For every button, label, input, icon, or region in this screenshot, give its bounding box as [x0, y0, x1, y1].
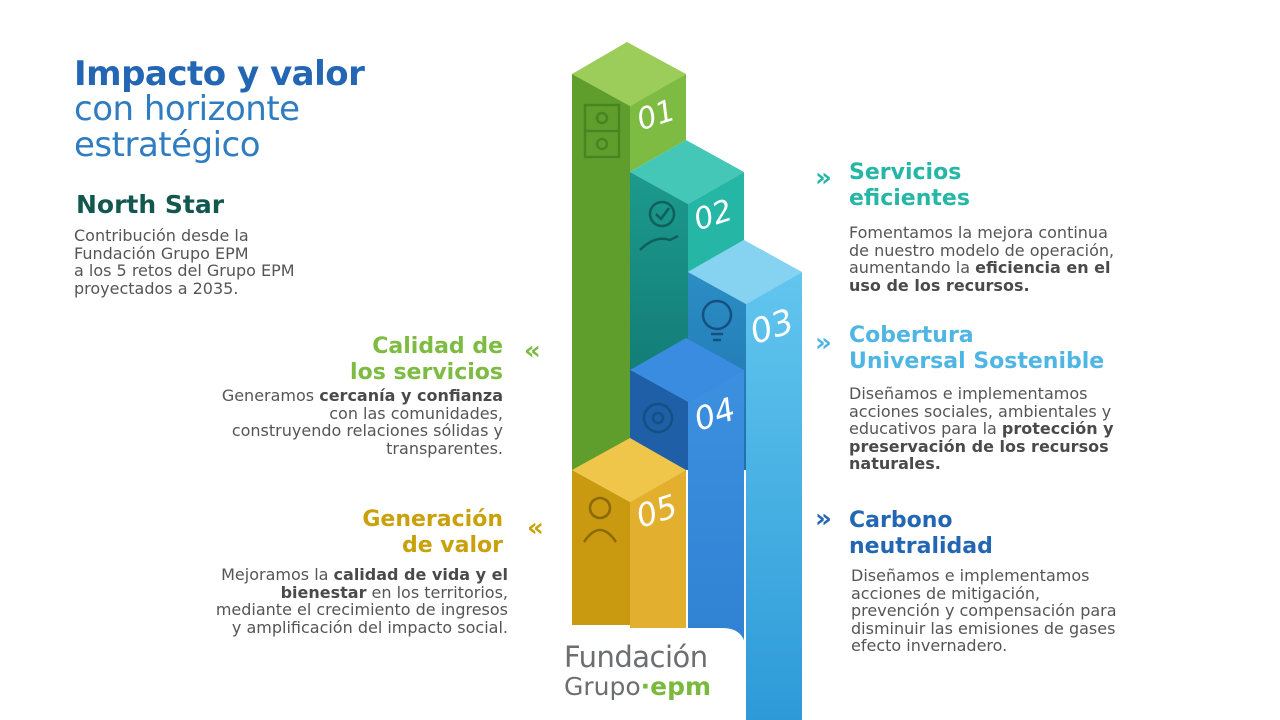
cobertura-bold: protección y — [1001, 419, 1114, 438]
calidad-line: Generamos cercanía y confianza — [160, 387, 503, 405]
cobertura-bold: preservación de los recursos — [849, 436, 1109, 456]
cobertura-text: educativos para la — [849, 419, 1002, 438]
carbono-line: acciones de mitigación, — [851, 583, 1041, 603]
calidad-title: Calidad de los servicios — [300, 334, 503, 386]
servicios-line: de nuestro modelo de operación, — [849, 240, 1115, 260]
generacion-description: Mejoramos la calidad de vida y el bienes… — [150, 566, 508, 636]
gear-icon — [642, 402, 674, 434]
page-subtitle: con horizonte estratégico — [74, 91, 300, 163]
carbono-line: prevención y compensación para — [851, 601, 1117, 620]
carbono-title-line: Carbono — [849, 508, 953, 533]
servicios-title: Servicios eficientes — [849, 160, 970, 212]
north-star-line: a los 5 retos del Grupo EPM — [74, 261, 295, 280]
calidad-line: construyendo relaciones sólidas y — [231, 421, 503, 440]
logo-grupo-epm: Grupo·epm — [564, 672, 711, 701]
generacion-bold: calidad de vida y el — [333, 565, 508, 584]
generacion-line: bienestar en los territorios, — [150, 582, 508, 602]
servicios-bold: uso de los recursos. — [849, 275, 1030, 295]
generacion-title-line: de valor — [401, 533, 503, 558]
chevron-left-icon: « — [527, 513, 544, 543]
generacion-line: y amplificación del impacto social. — [231, 617, 508, 637]
generacion-text: en los territorios, — [366, 582, 508, 602]
puzzle-icon — [583, 103, 621, 159]
calidad-title-line: Calidad de — [372, 334, 503, 359]
logo-epm-text: epm — [650, 672, 712, 701]
logo-grupo-text: Grupo — [564, 672, 641, 701]
cobertura-line: preservación de los recursos — [849, 436, 1169, 456]
servicios-line: uso de los recursos. — [849, 275, 1159, 295]
generacion-text: Mejoramos la — [221, 565, 334, 584]
servicios-title-line: Servicios — [849, 160, 962, 185]
generacion-line: mediante el crecimiento de ingresos — [215, 600, 508, 619]
logo-fundacion: Fundación — [564, 640, 708, 674]
carbono-title-line: neutralidad — [849, 534, 993, 559]
north-star-line: Fundación Grupo EPM — [74, 243, 249, 263]
cobertura-title-line: Universal Sostenible — [849, 349, 1105, 374]
chevron-left-icon: « — [524, 336, 541, 366]
page-title: Impacto y valor — [74, 54, 365, 94]
cobertura-title-line: Cobertura — [849, 323, 974, 348]
hand-check-icon — [639, 200, 679, 251]
logo-card — [556, 628, 746, 720]
carbono-title: Carbono neutralidad — [849, 508, 993, 560]
carbono-line: efecto invernadero. — [851, 636, 1008, 655]
chevron-right-icon: » — [815, 163, 832, 193]
calidad-title-line: los servicios — [350, 360, 503, 385]
generacion-bold: bienestar — [280, 582, 367, 602]
servicios-line: Fomentamos la mejora continua — [849, 223, 1108, 242]
cobertura-line: educativos para la protección y — [849, 420, 1169, 438]
lightbulb-icon — [701, 299, 733, 342]
step-05: 05 — [572, 438, 686, 660]
calidad-line: con las comunidades, — [329, 403, 503, 423]
servicios-title-line: eficientes — [849, 186, 970, 211]
servicios-line: aumentando la eficiencia en el — [849, 259, 1159, 277]
calidad-line: transparentes. — [386, 438, 503, 458]
calidad-bold: cercanía y confianza — [319, 386, 503, 405]
north-star-description: Contribución desde la Fundación Grupo EP… — [74, 227, 374, 297]
carbono-line: disminuir las emisiones de gases — [851, 618, 1116, 638]
logo-dot: · — [640, 672, 651, 701]
cobertura-line: naturales. — [849, 455, 1169, 473]
calidad-text: Generamos — [221, 386, 320, 405]
cobertura-line: Diseñamos e implementamos — [849, 384, 1088, 403]
generacion-title-line: Generación — [362, 507, 503, 532]
generacion-line: Mejoramos la calidad de vida y el — [150, 566, 508, 584]
generacion-title: Generación de valor — [300, 507, 503, 559]
step-01: 01 — [572, 42, 686, 470]
person-icon — [582, 496, 618, 543]
carbono-description: Diseñamos e implementamos acciones de mi… — [851, 567, 1171, 655]
cobertura-line: acciones sociales, ambientales y — [849, 401, 1112, 421]
servicios-description: Fomentamos la mejora continua de nuestro… — [849, 224, 1159, 294]
subtitle-line-2: estratégico — [74, 125, 261, 165]
servicios-bold: eficiencia en el — [975, 258, 1111, 277]
north-star-line: proyectados a 2035. — [74, 278, 239, 298]
chevron-right-icon: » — [815, 504, 832, 534]
north-star-title: North Star — [76, 190, 225, 219]
north-star-line: Contribución desde la — [74, 226, 249, 245]
subtitle-line-1: con horizonte — [74, 89, 300, 129]
cobertura-title: Cobertura Universal Sostenible — [849, 323, 1104, 375]
cobertura-bold: naturales. — [849, 454, 941, 473]
carbono-line: Diseñamos e implementamos — [851, 566, 1090, 585]
cobertura-description: Diseñamos e implementamos acciones socia… — [849, 385, 1169, 473]
calidad-description: Generamos cercanía y confianza con las c… — [160, 387, 503, 457]
chevron-right-icon: » — [815, 328, 832, 358]
servicios-text: aumentando la — [849, 258, 976, 277]
